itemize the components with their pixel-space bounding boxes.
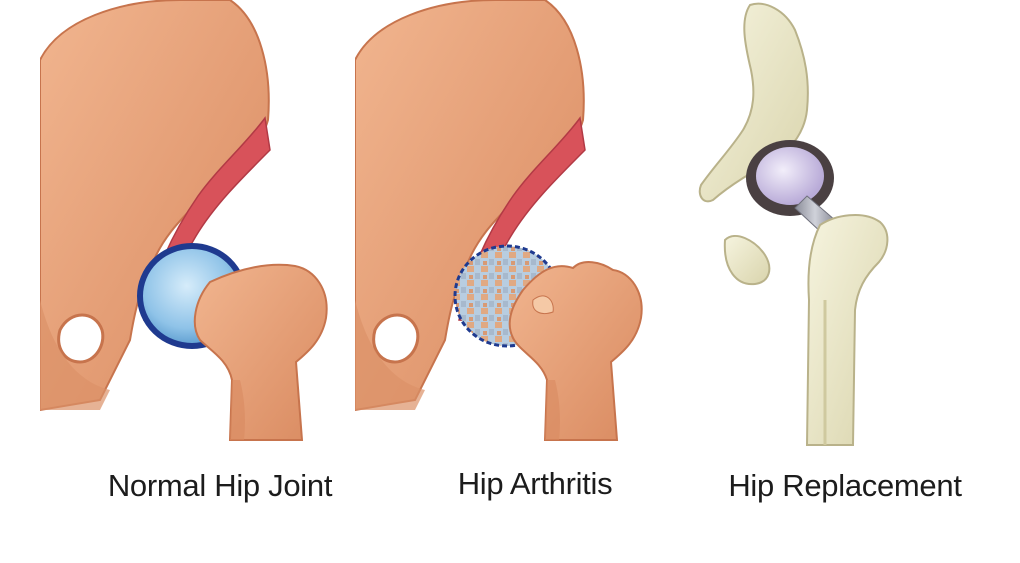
arthritic-hip-panel xyxy=(355,0,655,450)
caption-normal-hip-joint: Normal Hip Joint xyxy=(70,468,370,516)
normal-hip-panel xyxy=(40,0,340,450)
arthritic-hip-illustration xyxy=(355,0,655,450)
normal-hip-illustration xyxy=(40,0,340,450)
hip-replacement-illustration xyxy=(695,0,905,450)
caption-hip-arthritis: Hip Arthritis xyxy=(395,466,675,514)
pelvis-hole xyxy=(374,315,418,362)
femur-bone xyxy=(195,265,327,440)
femur-bone xyxy=(510,262,642,440)
implant-liner xyxy=(756,147,824,205)
pelvis-hole xyxy=(59,315,103,362)
hip-replacement-panel xyxy=(695,0,905,450)
caption-hip-replacement: Hip Replacement xyxy=(690,468,1000,516)
femur-bone xyxy=(807,215,887,445)
